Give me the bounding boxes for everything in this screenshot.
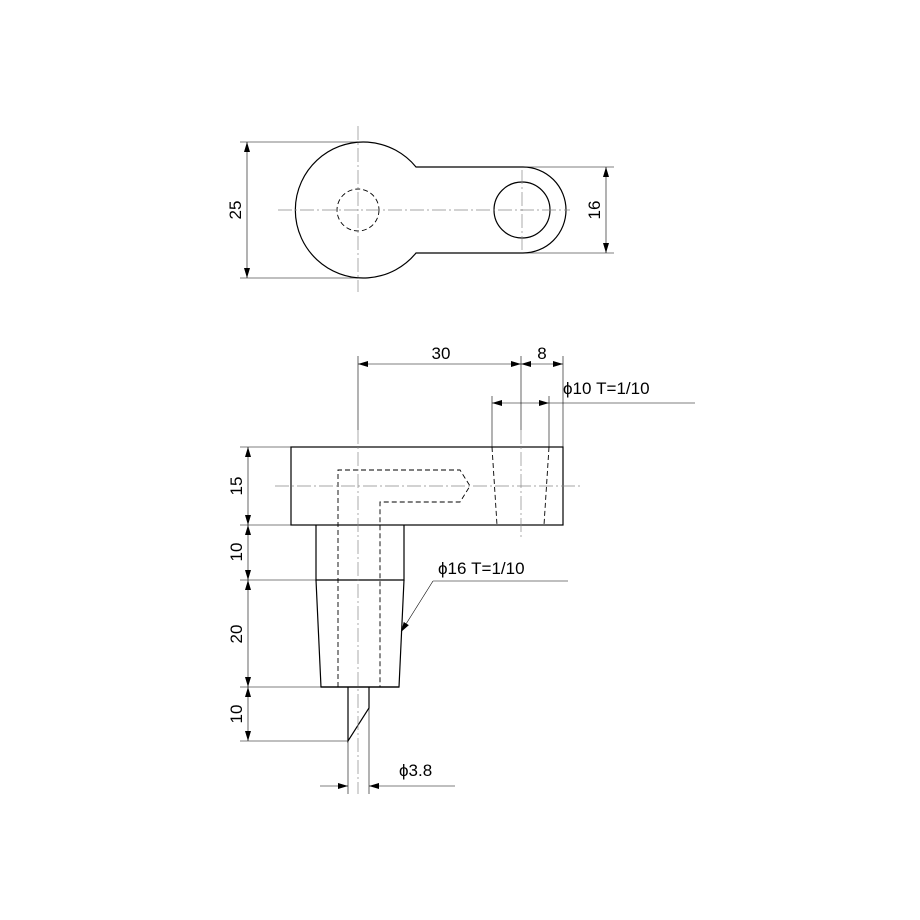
dim-neck-label: 10 bbox=[227, 543, 246, 562]
dim-20-label: 20 bbox=[227, 625, 246, 644]
taper-shank bbox=[315, 579, 405, 688]
top-view: 25 16 bbox=[226, 126, 614, 292]
neck bbox=[315, 525, 405, 581]
internal-channel bbox=[337, 469, 471, 687]
note-bore-label: ϕ10 T=1/10 bbox=[563, 379, 650, 398]
bore-left-edge bbox=[491, 446, 498, 526]
dim-16-label: 16 bbox=[585, 201, 604, 220]
bore-right-edge bbox=[543, 446, 550, 526]
dim-30-label: 30 bbox=[432, 344, 451, 363]
front-view: 30 8 ϕ10 T=1/10 15 10 20 10 ϕ16 T=1/10 bbox=[227, 344, 695, 794]
dim-tip-label: 10 bbox=[227, 705, 246, 724]
top-view-outline bbox=[294, 141, 567, 279]
taper-leader-diagonal bbox=[400, 580, 434, 633]
dim-25-label: 25 bbox=[226, 201, 245, 220]
dim-8-label: 8 bbox=[537, 344, 546, 363]
note-pin-label: ϕ3.8 bbox=[399, 761, 432, 780]
note-taper-label: ϕ16 T=1/10 bbox=[438, 559, 525, 578]
dim-15-label: 15 bbox=[227, 477, 246, 496]
tip-pin bbox=[347, 687, 370, 744]
